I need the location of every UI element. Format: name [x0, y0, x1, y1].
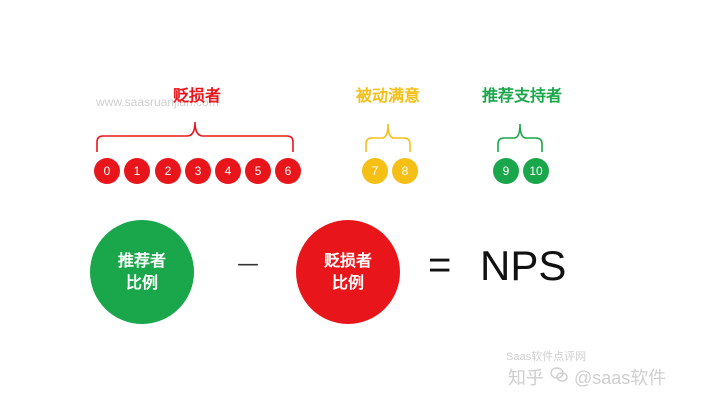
- promoters-ratio-circle: 推荐者 比例: [90, 220, 194, 324]
- footer-platform: 知乎: [508, 368, 544, 388]
- score-circle-10: 10: [523, 158, 549, 184]
- equals-sign: =: [428, 243, 452, 287]
- score-circle-2: 2: [155, 158, 181, 184]
- promoters-label: 推荐支持者: [481, 86, 562, 105]
- score-circle-9: 9: [493, 158, 519, 184]
- score-circle-3: 3: [185, 158, 211, 184]
- score-circle-1: 1: [124, 158, 150, 184]
- watermark-url: www.saasruanjian.com: [96, 95, 219, 109]
- detractors-label: 贬损者: [172, 86, 221, 105]
- score-circle-8: 8: [392, 158, 418, 184]
- promoters-ratio-line2: 比例: [125, 273, 158, 292]
- score-circle-4: 4: [215, 158, 241, 184]
- score-circle-5: 5: [245, 158, 271, 184]
- detractors-ratio-line1: 贬损者: [323, 251, 372, 270]
- minus-operator: —: [237, 252, 259, 277]
- promoters-ratio-line1: 推荐者: [117, 251, 166, 270]
- passives-label: 被动满意: [355, 86, 420, 105]
- footer-handle: @saas软件: [574, 368, 667, 388]
- wechat-icon: [550, 366, 568, 388]
- footer-handle-row: 知乎 @saas软件: [508, 364, 666, 390]
- score-circle-0: 0: [94, 158, 120, 184]
- score-circle-7: 7: [362, 158, 388, 184]
- nps-result: NPS: [480, 242, 567, 289]
- detractors-ratio-line2: 比例: [331, 273, 364, 292]
- footer-site-watermark: Saas软件点评网: [506, 351, 587, 363]
- promoters-brace: [497, 123, 543, 152]
- passives-brace: [365, 123, 411, 152]
- score-circle-6: 6: [275, 158, 301, 184]
- detractors-ratio-circle: 贬损者 比例: [296, 220, 400, 324]
- detractors-brace: [96, 121, 294, 152]
